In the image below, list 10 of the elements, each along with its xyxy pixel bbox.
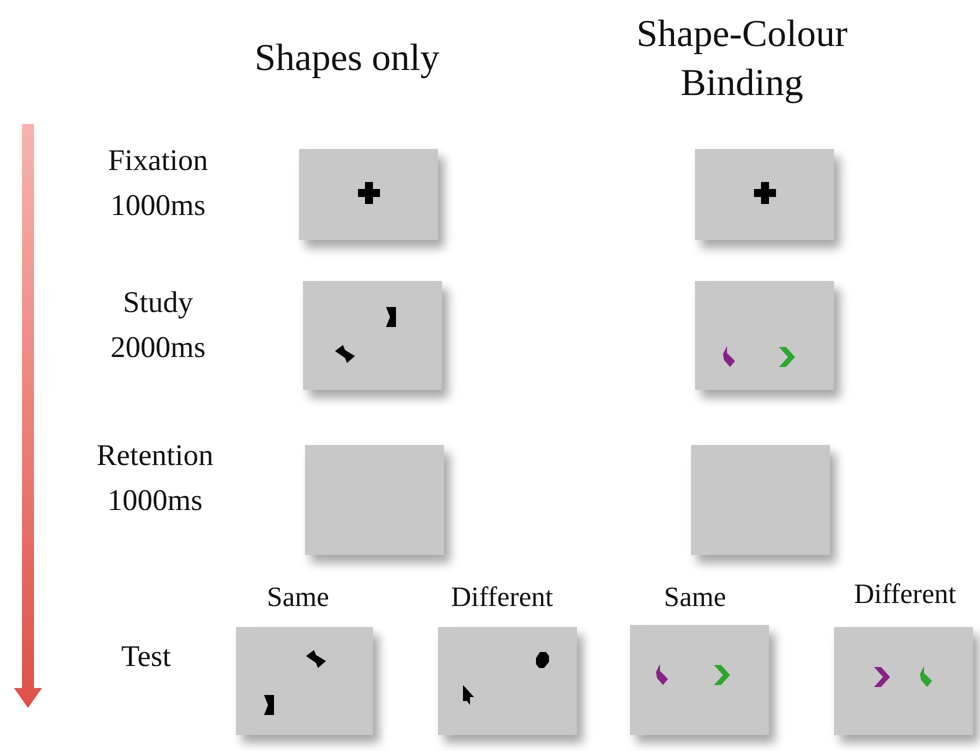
condition-label: Different [450,581,554,615]
phase-label: Test [120,639,172,675]
condition-label: Same [662,581,728,615]
condition-label: Different [852,578,958,612]
phase-label: Fixation 1000ms [106,143,209,224]
condition-label: Same [266,581,330,615]
column-heading: Shape-Colour Binding [635,12,849,106]
phase-label: Study 2000ms [109,285,206,366]
column-heading: Shapes only [254,36,440,81]
phase-label: Retention 1000ms [96,438,214,519]
